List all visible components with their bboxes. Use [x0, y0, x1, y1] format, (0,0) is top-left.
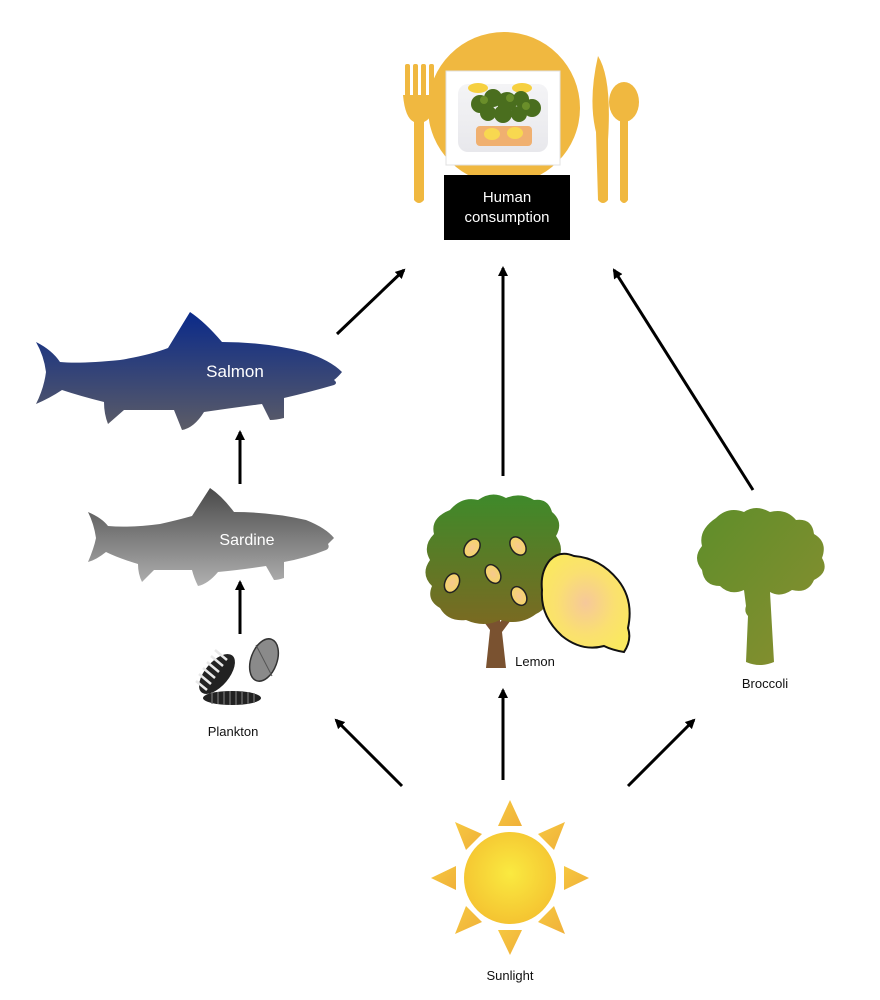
arrow-sunlight-to-plankton: [334, 718, 404, 788]
salmon-icon: [36, 312, 342, 430]
lemon-node: Lemon: [425, 494, 631, 669]
sardine-icon: [88, 488, 334, 586]
human-consumption-label-box: [444, 175, 570, 240]
human-consumption-label-line1: Human: [483, 189, 531, 206]
lemon-tree-icon: [425, 494, 561, 668]
arrow-salmon-to-human: [335, 268, 406, 336]
broccoli-icon: [697, 508, 825, 665]
arrow-broccoli-to-human: [612, 268, 755, 491]
plankton-icon: [195, 638, 280, 705]
broccoli-label: Broccoli: [742, 676, 788, 691]
fork-icon: [403, 64, 436, 203]
sardine-label: Sardine: [219, 532, 274, 549]
plankton-label: Plankton: [208, 724, 259, 739]
sardine-node: Sardine: [88, 488, 334, 586]
meal-photo: [445, 70, 561, 166]
sunlight-node: Sunlight: [431, 800, 589, 983]
arrows: [235, 266, 755, 788]
broccoli-node: Broccoli: [697, 508, 825, 691]
human-consumption-node: Human consumption: [403, 32, 639, 240]
salmon-label: Salmon: [206, 362, 264, 381]
sun-icon: [431, 800, 589, 955]
lemon-label: Lemon: [515, 654, 555, 669]
plankton-node: Plankton: [195, 638, 280, 739]
sunlight-label: Sunlight: [487, 968, 534, 983]
knife-icon: [592, 56, 609, 203]
spoon-icon: [609, 82, 639, 203]
salmon-node: Salmon: [36, 312, 342, 430]
human-consumption-label-line2: consumption: [464, 209, 549, 226]
lemon-fruit-icon: [540, 552, 631, 654]
arrow-sunlight-to-broccoli: [626, 718, 696, 788]
